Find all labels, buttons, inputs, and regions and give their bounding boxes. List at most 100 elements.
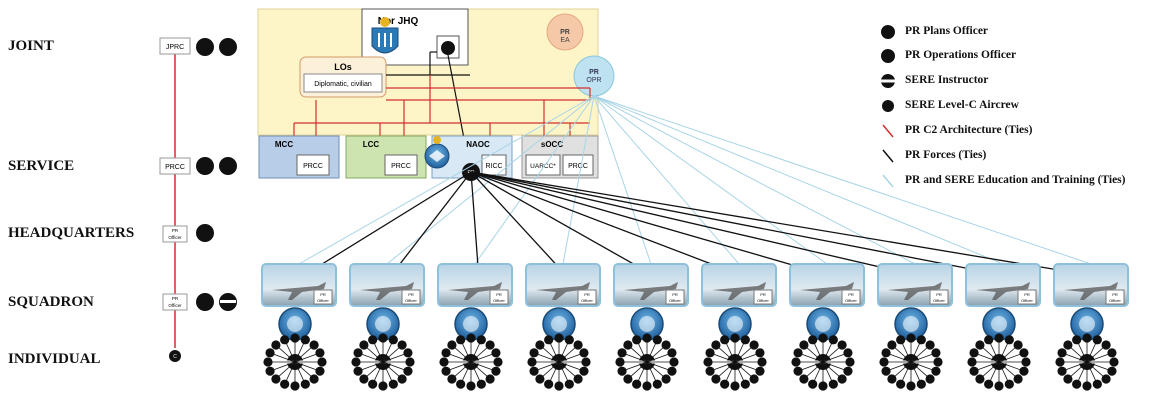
joint-ops-badge [219,38,237,56]
aircrew-node [441,348,451,358]
ladder-sq-pr: PR [172,296,179,301]
aircrew-node [615,357,625,367]
aircrew-node [447,340,457,350]
aircrew-node [491,348,501,358]
los-title: LOs [334,62,352,72]
aircrew-node [564,335,574,345]
force-tie [470,171,1007,277]
operations-officer-icon [881,49,895,63]
naoc-emblem-icon [424,136,450,169]
squadron-officer-label: Officer [669,298,681,303]
pr-ea-label: PR [560,29,570,36]
aircrew-node [290,333,300,343]
aircrew-node [447,374,457,384]
squadron-pr-label: PR [1024,292,1030,297]
aircrew-node [529,348,539,358]
aircrew-node [984,335,994,345]
aircrew-node [887,374,897,384]
aircrew-node [906,333,916,343]
aircrew-node [705,348,715,358]
aircrew-node [975,340,985,350]
aircrew-node [617,348,627,358]
aircrew-node [359,340,369,350]
squadron-pr-label: PR [320,292,326,297]
aircraft-icon [712,282,766,300]
force-tie [470,171,743,277]
aircrew-node [1101,340,1111,350]
aircrew-node [617,366,627,376]
socc-prcc-label: PRCC [568,163,588,170]
joint-plans-badge [196,38,214,56]
squadron-officer-label: Officer [757,298,769,303]
squadron-pr-label: PR [936,292,942,297]
aircrew-node [359,374,369,384]
aircraft-icon [360,282,414,300]
service-plans-badge [196,157,214,175]
socc-prcc [562,154,594,176]
legend-operations-officer: PR Operations Officer [905,49,1017,61]
los-sub: Diplomatic, civilian [314,81,372,88]
squadron-pr-label: PR [584,292,590,297]
training-tie [593,95,828,265]
aircrew-node [378,333,388,343]
plans-officer-icon [881,25,895,39]
mcc-prcc [296,154,330,176]
aircrew-node [623,340,633,350]
aircrew-node [1021,357,1031,367]
aircrew-node [1004,335,1014,345]
ladder-individual-badge [169,350,181,362]
aircrew-node [843,348,853,358]
pr-opr-node[interactable] [573,55,615,97]
jhq-pr-badge [441,41,455,55]
aircrew-node [263,357,273,367]
aircrew-node [529,366,539,376]
aircrew-node [493,357,503,367]
training-tie [562,95,595,265]
aircrew-node [388,335,398,345]
aircrew-node [984,379,994,389]
aircrew-node [799,374,809,384]
aircrew-node [265,348,275,358]
aircrew-node [881,348,891,358]
level-ladder: JPRC PRCC PR Officer PR Officer C [159,37,191,362]
squadron-officer-label: Officer [405,298,417,303]
aircrew-node [544,379,554,389]
ladder-individual-c: C [173,354,177,360]
aircrew-node [405,357,415,367]
aircrew-node [975,374,985,384]
aircrew-node [740,379,750,389]
aircrew-node [1063,374,1073,384]
service-ops-badge [219,157,237,175]
aircraft-icon [888,282,942,300]
aircrew-node [969,348,979,358]
pr-ea-sub: EA [560,37,570,44]
aircrew-node [535,374,545,384]
aircrew-node [994,333,1004,343]
training-tie [298,95,595,265]
squadron-officer-label: Officer [933,298,945,303]
sq-ops-badge [196,293,214,311]
socc-label: sOCC [541,140,563,149]
training-ties [298,95,1092,265]
legend-c2-ties: PR C2 Architecture (Ties) [905,124,1033,136]
aircrew-node [749,374,759,384]
aircrew-node [271,340,281,350]
aircrew-node [652,379,662,389]
training-tie [474,95,595,265]
aircrew-node [315,348,325,358]
aircrew-node [554,333,564,343]
squadron-pr-officer-box [665,289,685,305]
aircrew-node [388,379,398,389]
pr-ea-node[interactable] [546,13,584,51]
legend-forces-ties: PR Forces (Ties) [905,149,987,161]
